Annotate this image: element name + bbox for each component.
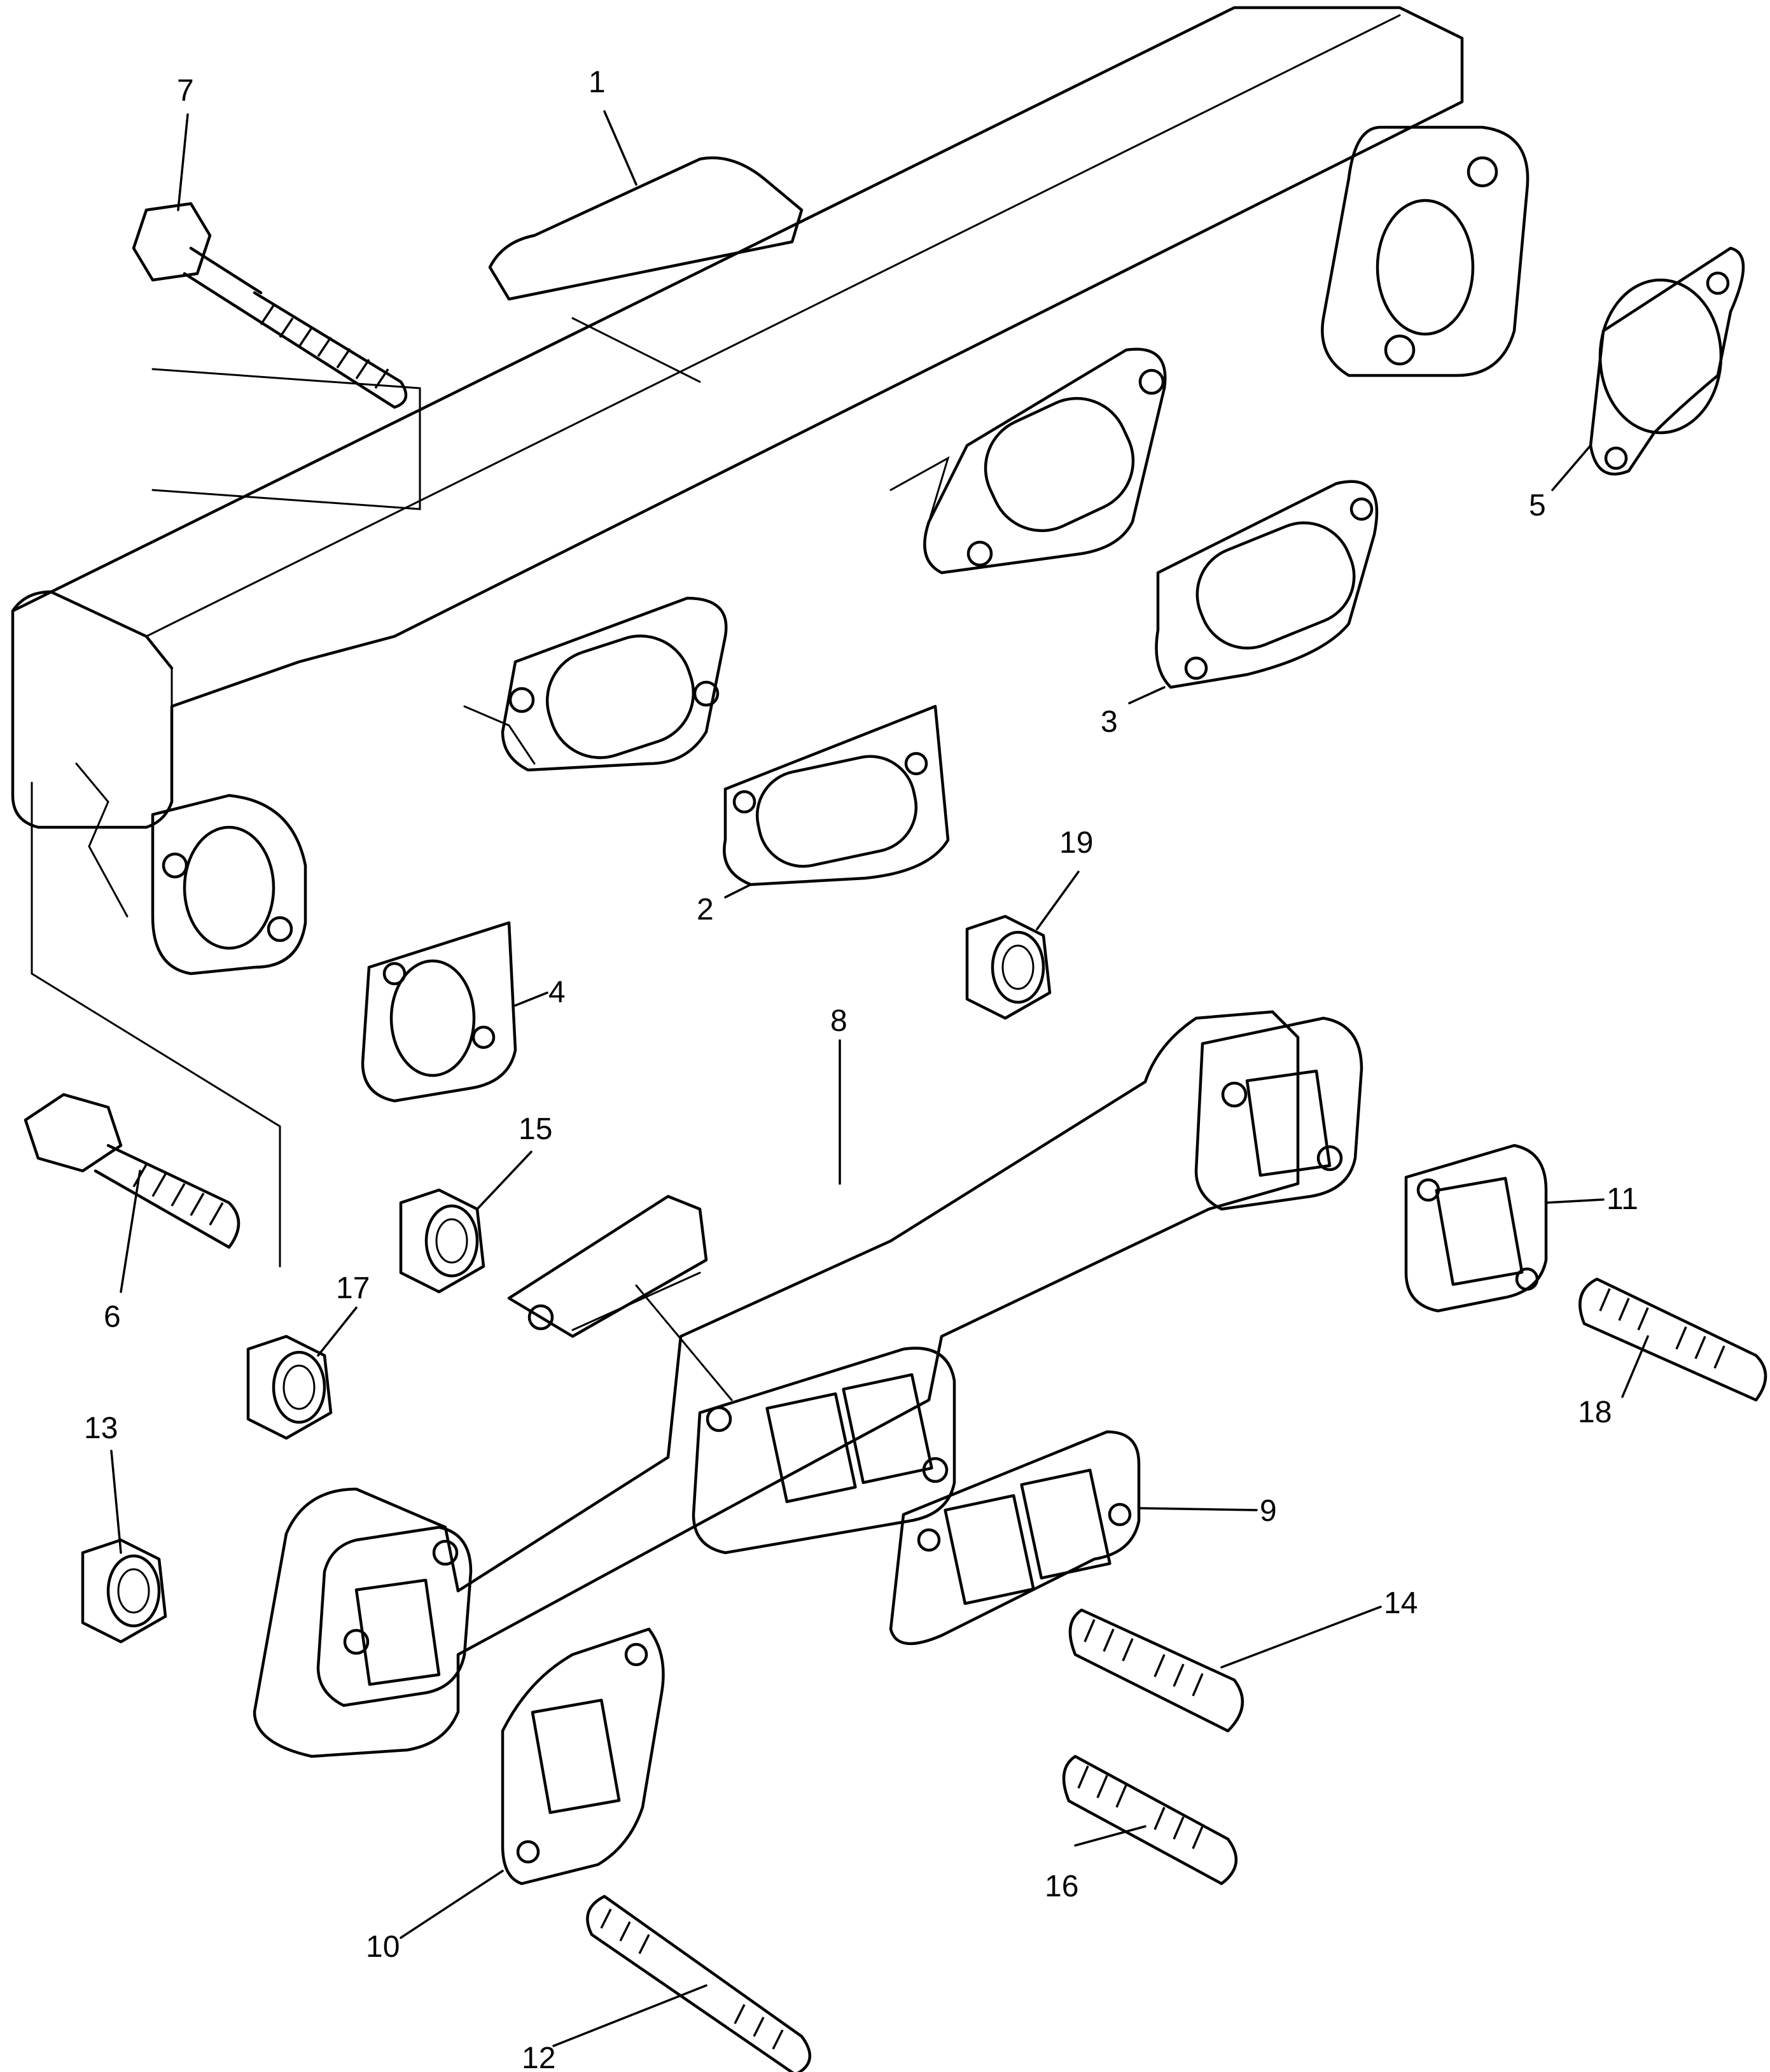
part-3-gasket: [1155, 480, 1379, 689]
part-4-gasket: [361, 921, 517, 1103]
callout-13: 13: [84, 1411, 118, 1445]
part-11-gasket: [1404, 1144, 1548, 1313]
callout-3: 3: [1101, 705, 1118, 739]
part-19-nut: [965, 914, 1052, 1020]
part-5-gasket: [1589, 246, 1745, 476]
callout-4: 4: [548, 976, 566, 1009]
part-2-gasket: [723, 704, 950, 886]
part-1-upper-manifold: [11, 6, 1530, 976]
callout-9: 9: [1260, 1494, 1277, 1528]
callout-10: 10: [366, 1930, 400, 1964]
part-14-stud: [1068, 1608, 1244, 1733]
callout-8: 8: [830, 1004, 847, 1038]
part-9-gasket: [889, 1430, 1141, 1646]
part-12-stud: [586, 1894, 812, 2072]
callout-2: 2: [697, 893, 714, 927]
part-17-nut: [246, 1334, 333, 1440]
callout-12: 12: [522, 2041, 555, 2072]
part-16-stud: [1062, 1754, 1238, 1886]
mounting-plane-outline-lower: [31, 781, 281, 1268]
callout-18: 18: [1578, 1396, 1612, 1429]
part-13-nut: [81, 1538, 167, 1644]
callout-11: 11: [1606, 1182, 1638, 1216]
callout-16: 16: [1045, 1870, 1078, 1903]
callout-19: 19: [1059, 826, 1093, 860]
callout-17: 17: [336, 1271, 370, 1305]
callout-labels: 1 2 3 4 5 6 7 8 9 10 11 12 13 14 15 16 1…: [84, 66, 1638, 2072]
mounting-plane-outline-upper: [151, 368, 421, 510]
leader-lines: [110, 110, 1649, 2047]
part-10-gasket: [501, 1627, 665, 1886]
part-15-nut: [399, 1188, 485, 1294]
part-7-long-bolt: [132, 202, 408, 409]
callout-5: 5: [1529, 489, 1546, 522]
callout-6: 6: [104, 1300, 121, 1334]
part-8-lower-manifold: [253, 1010, 1363, 1758]
part-18-stud: [1578, 1277, 1767, 1402]
callout-7: 7: [177, 74, 194, 108]
callout-14: 14: [1384, 1586, 1418, 1620]
callout-15: 15: [519, 1112, 552, 1146]
callout-1: 1: [589, 66, 606, 99]
